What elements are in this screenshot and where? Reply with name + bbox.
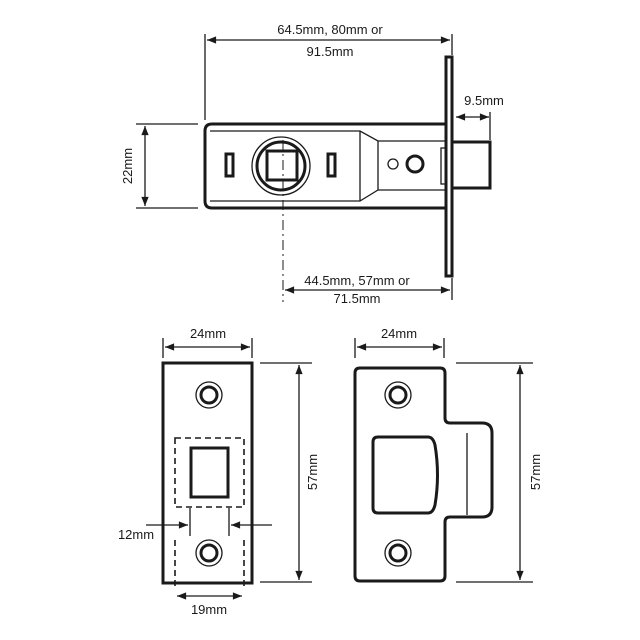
large-hole [405,154,425,174]
strike-screw-hole-bottom [388,543,408,563]
screw-hole-bottom [199,543,219,563]
recess-label: 19mm [191,602,227,617]
strike-width-label: 24mm [381,326,417,341]
strike-height-label: 57mm [528,454,543,490]
keep-width-label: 24mm [190,326,226,341]
bolt-opening [189,446,230,499]
screw-hole-bottom-outer [195,539,223,567]
centre-label-1: 44.5mm, 57mm or [304,273,410,288]
recess-outline [174,437,245,508]
left-slot [224,152,235,178]
latch-bolt [450,140,492,190]
centre-label-2: 71.5mm [334,291,381,306]
strike-opening [371,435,439,515]
follower-outer-ring [251,136,311,196]
latch-dimensions: 64.5mm, 80mm or 91.5mm 9.5mm 22mm 44.5mm… [120,22,504,306]
follower-ring [255,140,307,192]
body-height-label: 22mm [120,148,135,184]
keep-plate: 24mm 57mm 12mm 19mm [118,326,320,617]
keep-height-label: 57mm [305,454,320,490]
screw-hole-top-outer [195,381,223,409]
strike-screw-hole-top [388,385,408,405]
latch-body [203,122,447,210]
backset-label-1: 64.5mm, 80mm or [277,22,383,37]
strike-plate-outline [353,366,494,583]
keep-plate-outline [161,361,254,585]
spindle-square [265,149,299,182]
latch-side-view [203,55,492,302]
bolt-slot [440,147,447,185]
backset-label-2: 91.5mm [307,44,354,59]
bolt-throw-label: 9.5mm [464,93,504,108]
screw-hole-top [199,385,219,405]
opening-label: 12mm [118,527,154,542]
right-slot [326,152,337,178]
strike-plate: 24mm 57mm [353,326,543,583]
small-hole [387,158,399,170]
latch-body-taper [210,130,446,202]
